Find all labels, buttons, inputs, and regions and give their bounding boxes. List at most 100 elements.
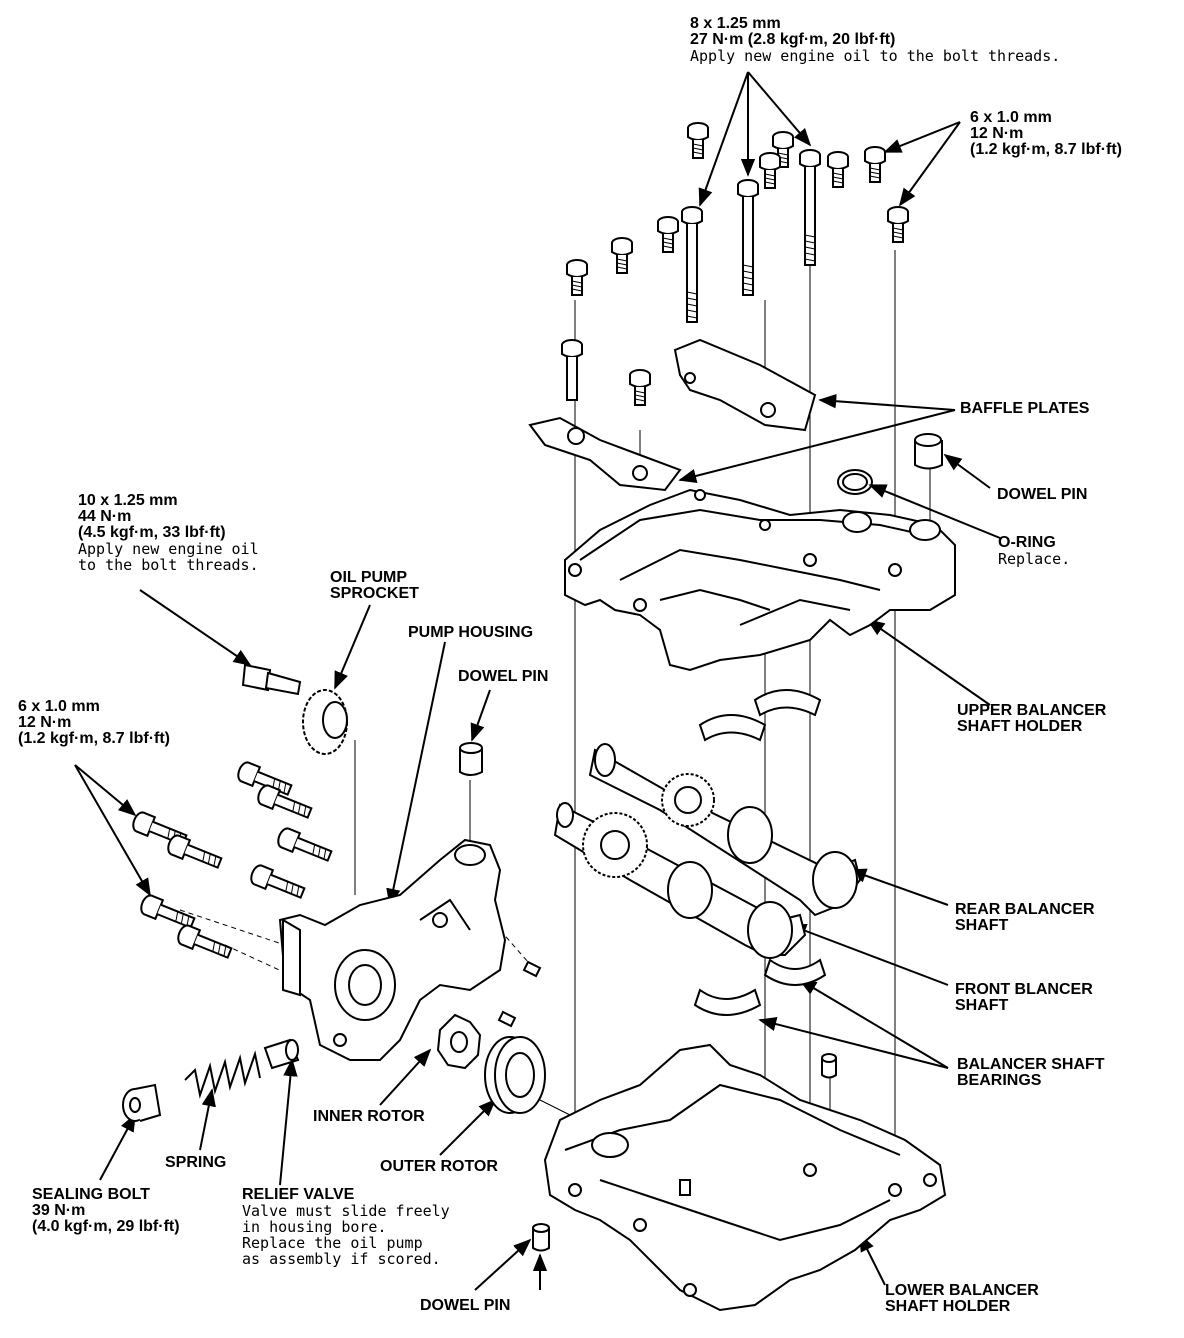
leader-pump-housing — [386, 641, 446, 907]
upper-bolt-torque: 27 N·m (2.8 kgf·m, 20 lbf·ft) — [690, 31, 896, 48]
sealing-bolt-spec: SEALING BOLT 39 N·m (4.0 kgf·m, 29 lbf·f… — [32, 1187, 180, 1235]
upper-small-bolt-torque: 12 N·m — [970, 125, 1024, 142]
leader-baffle-a — [818, 394, 956, 411]
sealing-bolt-title: SEALING BOLT — [32, 1186, 150, 1203]
bearings-line2: BEARINGS — [957, 1072, 1042, 1089]
inner-rotor — [436, 1013, 482, 1070]
leader-outer-rotor — [439, 1098, 497, 1156]
relief-valve — [263, 1038, 300, 1070]
rear-shaft-line1: REAR BALANCER — [955, 901, 1095, 918]
front-shaft-label: FRONT BLANCER SHAFT — [955, 982, 1093, 1014]
leader-sealing-bolt — [99, 1113, 136, 1181]
leader-upper-holder — [866, 618, 991, 706]
sprocket-line1: OIL PUMP — [330, 569, 408, 586]
spring — [184, 1050, 261, 1099]
leader-dowel-lower-b — [474, 1238, 532, 1291]
relief-valve-note3: Replace the oil pump — [242, 1234, 423, 1252]
leader-pump-bolt-b — [74, 764, 151, 897]
front-shaft-line2: SHAFT — [955, 997, 1009, 1014]
bearings-line1: BALANCER SHAFT — [957, 1056, 1105, 1073]
inner-rotor-label: INNER ROTOR — [313, 1108, 425, 1125]
sealing-bolt-torque-alt: (4.0 kgf·m, 29 lbf·ft) — [32, 1218, 180, 1235]
bearing-lower-a — [763, 958, 827, 986]
upper-small-bolt-spec: 6 x 1.0 mm 12 N·m (1.2 kgf·m, 8.7 lbf·ft… — [970, 110, 1122, 158]
o-ring-label: O-RING — [998, 534, 1056, 551]
upper-small-bolt-size: 6 x 1.0 mm — [970, 109, 1052, 126]
pump-bolt-spec: 6 x 1.0 mm 12 N·m (1.2 kgf·m, 8.7 lbf·ft… — [18, 699, 170, 747]
pump-housing-label: PUMP HOUSING — [408, 624, 534, 641]
pin-b — [497, 1010, 517, 1028]
outer-rotor — [484, 1036, 546, 1114]
upper-bolt-size: 8 x 1.25 mm — [690, 15, 781, 32]
bearing-lower-b — [693, 988, 762, 1016]
sprocket-bolt-spec: 10 x 1.25 mm 44 N·m (4.5 kgf·m, 33 lbf·f… — [78, 493, 259, 574]
sprocket-bolt-torque-alt: (4.5 kgf·m, 33 lbf·ft) — [78, 524, 226, 541]
o-ring-callout: O-RING Replace. — [998, 534, 1071, 568]
upper-small-bolt-torque-alt: (1.2 kgf·m, 8.7 lbf·ft) — [970, 141, 1123, 158]
leader-baffle-b — [678, 409, 956, 483]
dowel-pin-pump — [459, 742, 483, 776]
relief-valve-note2: in housing bore. — [242, 1218, 387, 1236]
relief-valve-callout: RELIEF VALVE Valve must slide freely in … — [242, 1186, 450, 1268]
rear-shaft-line2: SHAFT — [955, 917, 1009, 934]
leader-inner-rotor — [379, 1048, 432, 1106]
lower-balancer-shaft-holder — [543, 1043, 947, 1312]
sprocket-bolt — [241, 663, 302, 696]
dowel-pin-lower — [532, 1223, 550, 1252]
upper-holder-line2: SHAFT HOLDER — [957, 718, 1083, 735]
dowel-pin-pump-label: DOWEL PIN — [458, 668, 549, 685]
relief-valve-title: RELIEF VALVE — [242, 1186, 355, 1203]
o-ring-note: Replace. — [998, 550, 1071, 568]
spring-label: SPRING — [165, 1154, 227, 1171]
lower-holder-label: LOWER BALANCER SHAFT HOLDER — [885, 1283, 1039, 1315]
sprocket-bolt-note2: to the bolt threads. — [78, 556, 259, 574]
leader-sprocket — [334, 604, 371, 690]
relief-valve-note1: Valve must slide freely — [242, 1202, 450, 1220]
relief-valve-note4: as assembly if scored. — [242, 1250, 441, 1268]
leader-front-shaft — [788, 924, 949, 986]
bearing-upper-a — [753, 689, 822, 717]
sealing-bolt-torque: 39 N·m — [32, 1202, 86, 1219]
upper-bolt-note: Apply new engine oil to the bolt threads… — [690, 47, 1061, 65]
leader-bolt-a — [698, 71, 749, 207]
pump-bolt-torque: 12 N·m — [18, 714, 72, 731]
upper-holder-line1: UPPER BALANCER — [957, 702, 1107, 719]
outer-rotor-label: OUTER ROTOR — [380, 1158, 498, 1175]
sprocket-bolt-note1: Apply new engine oil — [78, 540, 259, 558]
sealing-bolt — [122, 1083, 162, 1122]
rear-shaft-label: REAR BALANCER SHAFT — [955, 902, 1095, 934]
leader-dowel-upper — [943, 453, 991, 489]
bearings-label: BALANCER SHAFT BEARINGS — [957, 1057, 1105, 1089]
dowel-pin-lower-right — [821, 1053, 837, 1079]
lower-holder-line1: LOWER BALANCER — [885, 1282, 1039, 1299]
oil-pump-sprocket — [302, 689, 348, 755]
pin-a — [522, 960, 542, 978]
leader-spring — [199, 1088, 216, 1151]
leader-dowel-pump — [470, 689, 491, 742]
pump-bolt-size: 6 x 1.0 mm — [18, 698, 100, 715]
sprocket-line2: SPROCKET — [330, 585, 419, 602]
upper-holder-label: UPPER BALANCER SHAFT HOLDER — [957, 703, 1106, 735]
o-ring — [837, 469, 873, 495]
lower-holder-line2: SHAFT HOLDER — [885, 1298, 1011, 1315]
leader-sprocket-bolt — [139, 589, 252, 667]
oil-pump-sprocket-label: OIL PUMP SPROCKET — [330, 570, 419, 602]
upper-holder-bolts — [561, 122, 909, 406]
leader-small-bolt-b — [898, 121, 961, 207]
dowel-pin-lower-label: DOWEL PIN — [420, 1297, 511, 1314]
leader-oring — [868, 484, 1001, 539]
leader-bolt-c — [747, 71, 812, 147]
baffle-plates-label: BAFFLE PLATES — [960, 400, 1090, 417]
upper-bolt-spec: 8 x 1.25 mm 27 N·m (2.8 kgf·m, 20 lbf·ft… — [690, 15, 1061, 65]
front-balancer-shaft — [553, 802, 807, 959]
dowel-pin-upper-label: DOWEL PIN — [997, 486, 1088, 503]
front-shaft-line1: FRONT BLANCER — [955, 981, 1093, 998]
leader-rear-shaft — [848, 868, 949, 906]
leader-small-bolt-a — [883, 121, 961, 153]
baffle-plate-rear — [673, 338, 817, 432]
bearing-upper-b — [698, 714, 767, 742]
baffle-plate-front — [528, 416, 682, 492]
rear-balancer-shaft — [588, 743, 862, 917]
